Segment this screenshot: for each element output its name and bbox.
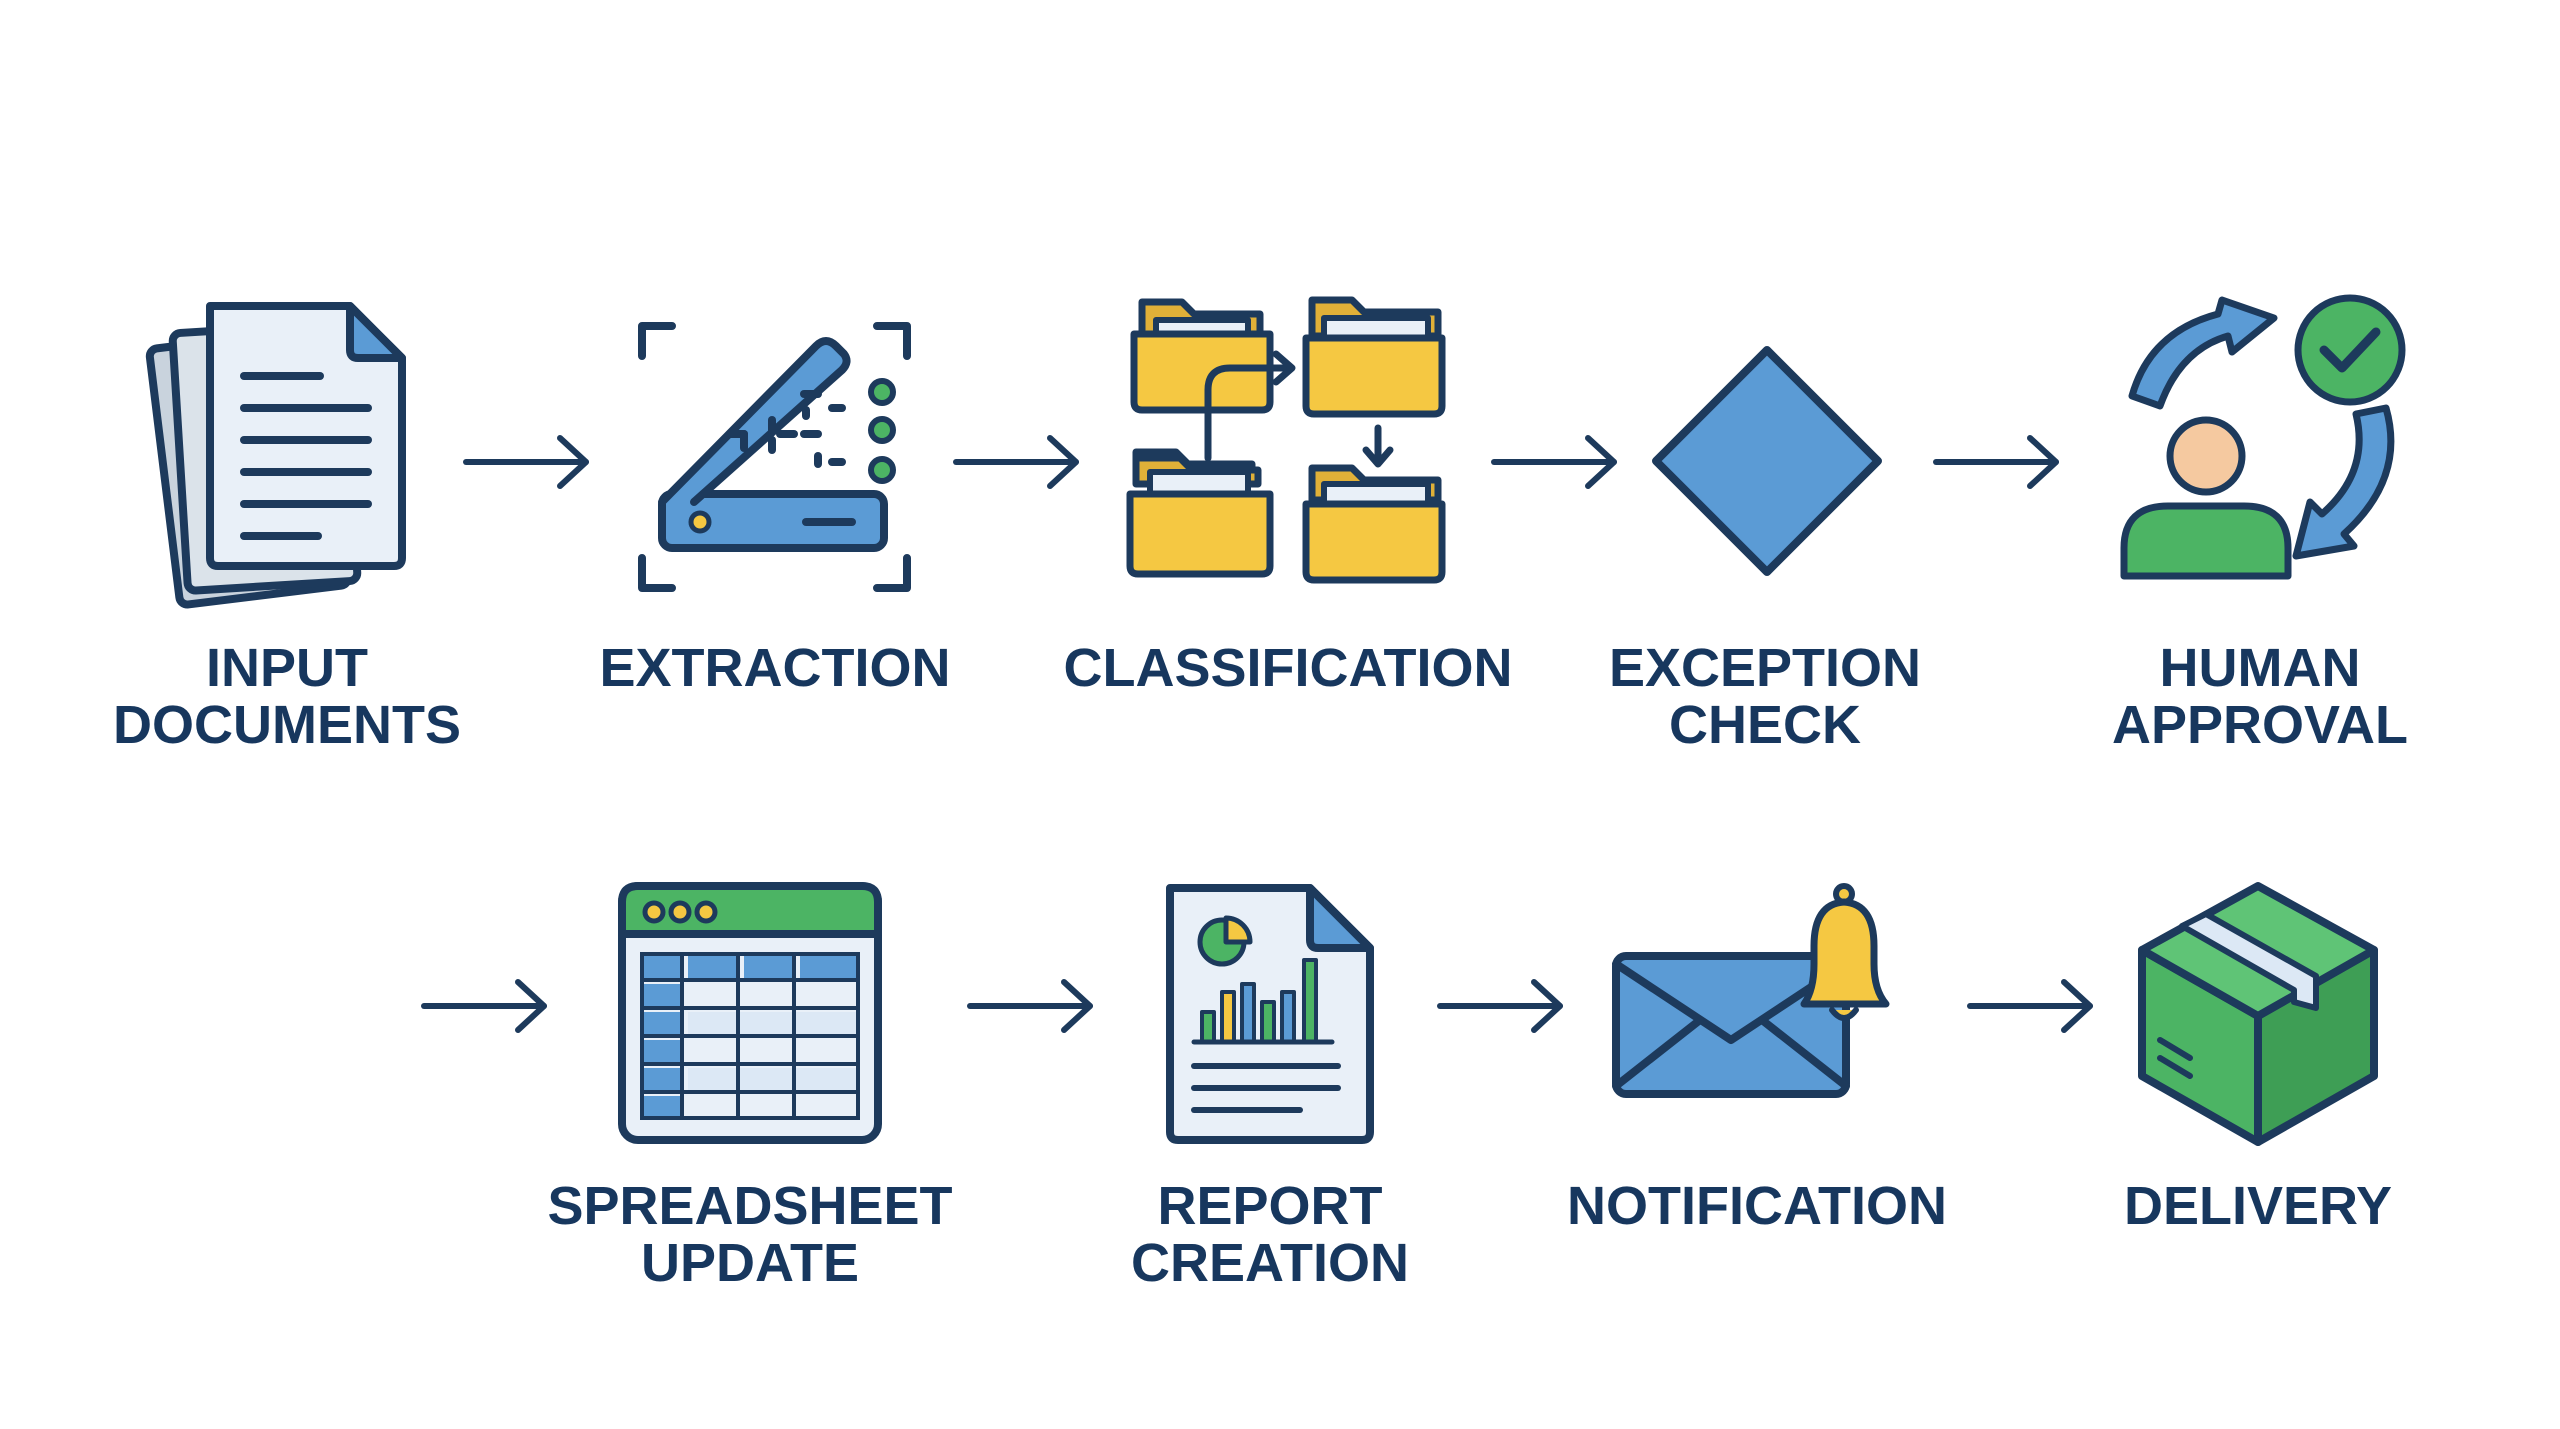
person-approval-icon <box>2120 294 2406 580</box>
folders-icon <box>1126 298 1274 578</box>
package-box-icon <box>2138 882 2378 1146</box>
documents-stack-icon <box>145 302 406 609</box>
step-label-spreadsheet-update: SPREADSHEET UPDATE <box>547 1176 953 1293</box>
report-icon <box>1166 884 1374 1144</box>
step-label-classification: CLASSIFICATION <box>1063 638 1513 698</box>
step-label-delivery: DELIVERY <box>2123 1176 2393 1236</box>
step-label-input-documents: INPUT DOCUMENTS <box>113 638 461 755</box>
flow-arrow <box>1437 979 1563 1033</box>
step-label-notification: NOTIFICATION <box>1567 1176 1947 1236</box>
flow-arrow <box>953 435 1079 489</box>
step-label-extraction: EXTRACTION <box>599 638 951 698</box>
flow-arrow <box>1967 979 2093 1033</box>
step-label-human-approval: HUMAN APPROVAL <box>2111 638 2409 755</box>
flow-arrow <box>463 435 589 489</box>
envelope-bell-icon <box>1612 883 1890 1098</box>
folders-icon-detail <box>1204 296 1446 584</box>
flow-arrow <box>1933 435 2059 489</box>
flow-arrow <box>967 979 1093 1033</box>
flow-arrow <box>421 979 547 1033</box>
spreadsheet-icon <box>618 882 882 1144</box>
decision-diamond-icon <box>1652 346 1882 576</box>
step-label-exception-check: EXCEPTION CHECK <box>1608 638 1922 755</box>
scanner-icon <box>638 322 911 592</box>
step-label-report-creation: REPORT CREATION <box>1131 1176 1409 1293</box>
flow-arrow <box>1491 435 1617 489</box>
